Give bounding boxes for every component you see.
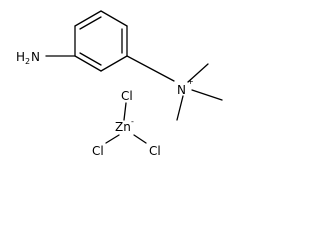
methyl-bond — [191, 89, 223, 101]
amine-nitrogen-label: N — [31, 50, 40, 64]
amine-hydrogen-subscript: 2 — [25, 57, 30, 66]
ammonium-bond — [126, 55, 175, 82]
ring-bond — [100, 10, 128, 27]
zinc-chlorine-bond — [105, 134, 120, 144]
zinc-chlorine-bond — [123, 102, 127, 121]
chlorine-label-left: Cl — [92, 144, 104, 158]
ammonium-charge: + — [187, 77, 194, 86]
benzene-ring — [74, 10, 128, 72]
ring-bond — [100, 55, 128, 72]
ring-bond — [74, 55, 102, 72]
chemical-structure: H 2 N N + Zn - Cl Cl Cl — [16, 10, 223, 158]
ring-double-bond — [79, 52, 102, 66]
ring-bond — [74, 10, 102, 27]
ring-double-bond — [79, 16, 102, 30]
ammonium-nitrogen-label: N — [177, 83, 186, 97]
zinc-chlorine-bond — [133, 134, 147, 144]
zinc-label: Zn — [115, 120, 131, 134]
chlorine-label-top: Cl — [121, 89, 133, 103]
amine-hydrogen-label: H — [16, 50, 25, 64]
methyl-bond — [176, 95, 184, 121]
methyl-bond — [187, 63, 209, 83]
zinc-charge: - — [131, 117, 134, 126]
chlorine-label-right: Cl — [149, 144, 161, 158]
